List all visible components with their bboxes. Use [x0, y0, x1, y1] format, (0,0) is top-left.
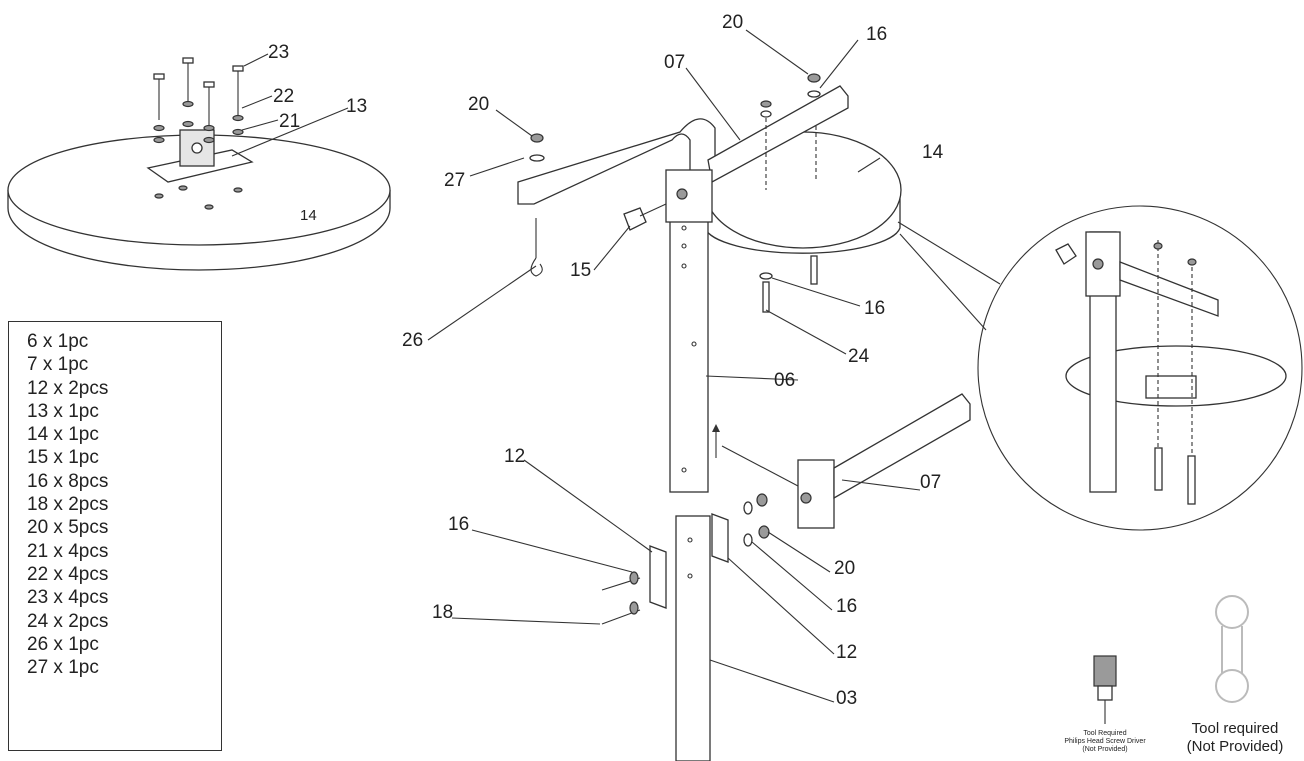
callout-13: 13: [346, 96, 367, 117]
sleeve-knob: [676, 188, 688, 200]
callout-15: 15: [570, 260, 591, 281]
screwdriver-icon: [1093, 655, 1117, 724]
bracket-12-left: [649, 545, 667, 609]
main-assembly: 20 16 07 20 27 14 15 16 24 26 06 07 12 1…: [402, 12, 971, 761]
callout-03: 03: [836, 688, 857, 709]
knob-15: [623, 207, 647, 231]
callout-14-topleft: 14: [300, 207, 317, 224]
wrench-line1: Tool required: [1191, 720, 1279, 737]
nut-top-mid: [760, 100, 772, 108]
parts-list-row: 21 x 4pcs: [27, 540, 109, 562]
callout-16-d: 16: [836, 596, 857, 617]
callout-27: 27: [444, 170, 465, 191]
parts-list-row: 14 x 1pc: [27, 424, 99, 446]
parts-list-row: 26 x 1pc: [27, 633, 99, 655]
callout-16-c: 16: [448, 514, 469, 535]
parts-list-row: 15 x 1pc: [27, 447, 99, 469]
nut-20-arm: [530, 133, 544, 143]
callout-21: 21: [279, 111, 300, 132]
callout-20-a: 20: [722, 12, 743, 33]
parts-list-row: 24 x 2pcs: [27, 610, 109, 632]
parts-list-row: 7 x 1pc: [27, 354, 89, 376]
detail-knob: [1055, 243, 1077, 265]
callout-12-a: 12: [504, 446, 525, 467]
nut-20-top: [807, 73, 821, 83]
parts-list-row: 13 x 1pc: [27, 400, 99, 422]
pole-03: [675, 515, 711, 761]
parts-list-row: 6 x 1pc: [27, 331, 89, 352]
callout-07-a: 07: [664, 52, 685, 73]
bolt-24-a: [762, 281, 770, 313]
bracket-hole: [191, 142, 203, 154]
detail-view: [897, 205, 1303, 531]
bolts-23: [153, 57, 244, 128]
callout-18: 18: [432, 602, 453, 623]
nut-20-lower-b: [758, 525, 770, 539]
washer-16-top: [807, 90, 821, 98]
callout-16-b: 16: [864, 298, 885, 319]
detail-arm: [1119, 261, 1219, 317]
parts-list-row: 12 x 2pcs: [27, 377, 109, 399]
callout-06: 06: [774, 370, 795, 391]
callout-12-b: 12: [836, 642, 857, 663]
washers-22-21: [153, 100, 244, 210]
detail-circle: [977, 205, 1303, 531]
arm-07-curved: [517, 118, 716, 205]
detail-bracket: [1145, 375, 1197, 399]
screwdriver-line1: Tool Required: [1083, 730, 1127, 737]
callout-23: 23: [268, 42, 289, 63]
parts-list-row: 22 x 4pcs: [27, 563, 109, 585]
wrench-line2: (Not Provided): [1186, 738, 1284, 755]
callout-20-b: 20: [468, 94, 489, 115]
pole-06-sleeve: [665, 169, 713, 223]
screwdriver-line3: (Not Provided): [1082, 746, 1128, 753]
callout-20-c: 20: [834, 558, 855, 579]
callout-24: 24: [848, 346, 870, 367]
arrow-up-icon: [712, 424, 720, 432]
top-left-plate-assembly: 23 22 21 13 14: [7, 42, 391, 271]
pole-holes: [681, 225, 697, 473]
parts-list-row: 27 x 1pc: [27, 657, 99, 679]
bolt-24-b: [810, 255, 818, 285]
parts-list-row: 23 x 4pcs: [27, 587, 109, 609]
callout-14-main: 14: [922, 142, 944, 163]
parts-list-row: 20 x 5pcs: [27, 517, 109, 539]
wrench-icon: [1215, 595, 1249, 703]
callout-16-a: 16: [866, 24, 887, 45]
callout-22: 22: [273, 86, 294, 107]
arm-07-lower: [833, 393, 971, 500]
screwdriver-line2: Philips Head Screw Driver: [1064, 738, 1146, 745]
wrench-note: Tool required (Not Provided): [1170, 720, 1300, 756]
washer-27: [529, 154, 545, 162]
callout-07-b: 07: [920, 472, 941, 493]
parts-list-row: 18 x 2pcs: [27, 494, 109, 516]
callout-26: 26: [402, 330, 423, 351]
screwdriver-note: Tool Required Philips Head Screw Driver …: [1040, 730, 1170, 754]
parts-list-row: 16 x 8pcs: [27, 470, 109, 492]
bracket-12-right: [711, 513, 729, 563]
pole-06: [669, 175, 709, 493]
nut-20-lower-a: [756, 493, 768, 507]
